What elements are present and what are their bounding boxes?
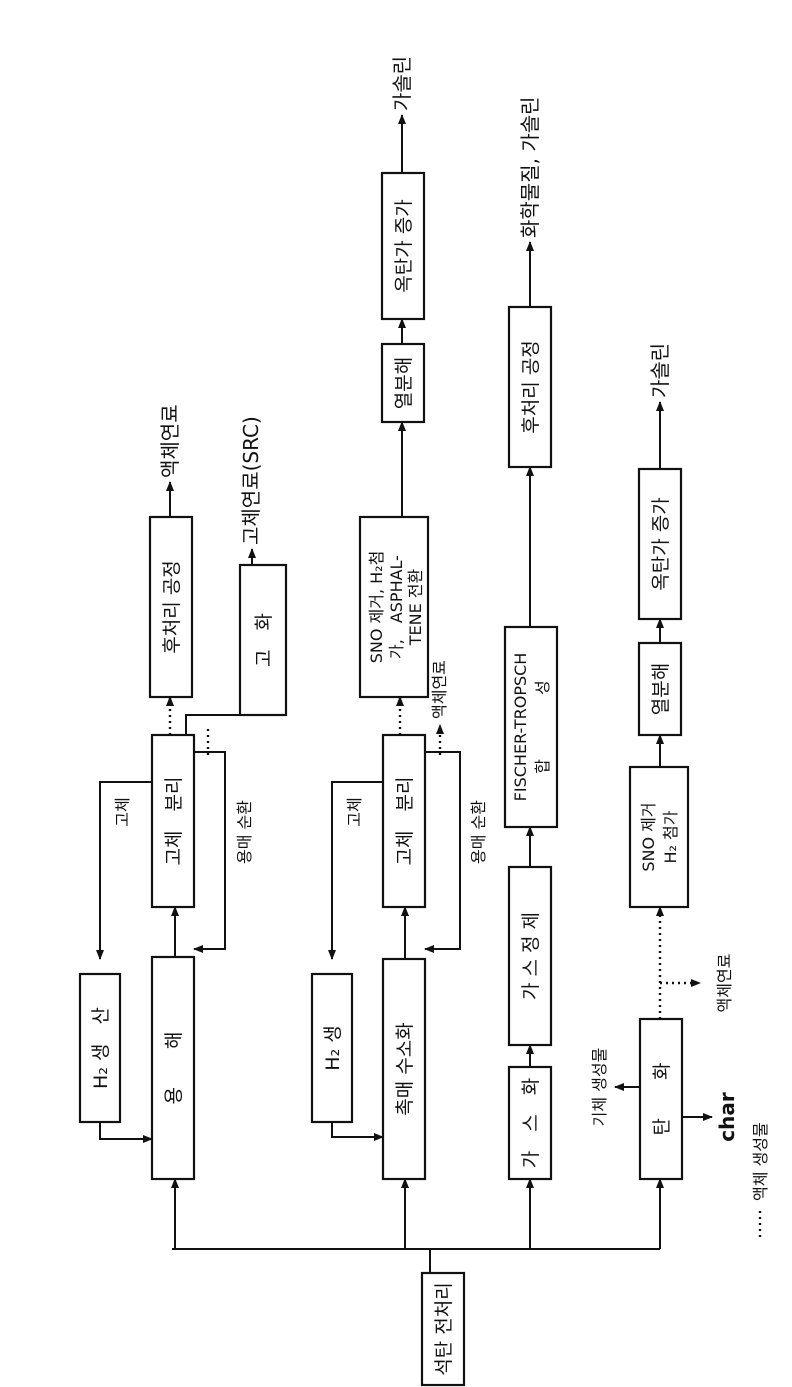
label-octane-upgrade-4: 옥탄가 증가 <box>650 497 672 590</box>
edge-solid-to-h2-2 <box>328 781 383 960</box>
label-solvent-recycle-2: 용매 순환 <box>469 800 488 864</box>
label-solid-separation-2: 고체 분리 <box>394 777 416 866</box>
label-h2-production-1: H₂ 생 산 <box>90 1007 112 1089</box>
label-sno-h2-line-1: SNO 제거 <box>639 802 658 871</box>
edge-solvent-recycle-1 <box>193 751 226 953</box>
label-gas-cleaning: 가 스 정 제 <box>520 912 542 1000</box>
label-octane-upgrade-2: 옥탄가 증가 <box>393 199 415 292</box>
label-post-process-1: 후처리 공정 <box>161 560 183 653</box>
legend-liquid-product: 액체 생성물 <box>751 1122 770 1201</box>
output-chemicals-gasoline: 화학물질, 가솔린 <box>518 96 542 238</box>
label-pyrolysis-4: 열분해 <box>650 663 672 715</box>
edge-h2-to-dissolve-1 <box>99 1122 153 1143</box>
edge-solvent-recycle-2 <box>424 751 461 953</box>
label-sno-line-2: 가, ASPHAL- <box>387 555 406 659</box>
box-dissolve <box>150 955 196 1181</box>
edge-h2-to-hydro <box>331 1122 384 1141</box>
box-coal-pretreatment <box>420 1271 466 1387</box>
box-solidify <box>238 563 288 717</box>
output-solid-fuel-src: 고체연료(SRC) <box>239 416 263 545</box>
label-solid-separation-1: 고체 분리 <box>163 777 185 866</box>
output-gasoline-4: 가솔린 <box>648 343 672 398</box>
label-sno-line-3: TENE 전환 <box>406 568 425 646</box>
label-solid-1: 고체 <box>113 797 132 826</box>
box-solid-separation-2 <box>381 733 427 909</box>
edge-solid-to-h2-1 <box>96 781 152 960</box>
label-carbonization: 탄 화 <box>651 1063 673 1136</box>
output-gasoline-2: 가솔린 <box>390 56 414 111</box>
box-sno-removal <box>358 515 430 699</box>
output-gas-products: 기체 생성물 <box>590 1048 609 1127</box>
label-ft-line-2: 합 성 <box>533 680 552 773</box>
label-h2-production-2: H₂ 생 <box>322 1025 344 1070</box>
label-ft-line-1: FISCHER-TROPSCH <box>511 653 530 802</box>
output-liquid-fuel-1: 액체연료 <box>158 404 182 478</box>
label-post-process-3: 후처리 공정 <box>520 340 542 433</box>
edge-sep-to-solidify <box>185 714 240 735</box>
label-solvent-recycle-1: 용매 순환 <box>235 800 254 864</box>
box-solid-separation-1 <box>150 733 196 909</box>
output-char: char <box>715 1092 739 1142</box>
label-coal-pretreatment: 석탄 전처리 <box>433 1282 455 1375</box>
output-liquid-fuel-2: 액체연료 <box>430 660 449 719</box>
label-dissolve: 용 해 <box>163 1032 185 1105</box>
edge-to-liquid-fuel-4 <box>658 979 701 1019</box>
label-sno-line-1: SNO 제거, H₂첨 <box>367 551 386 664</box>
label-solidify: 고 화 <box>253 613 275 667</box>
label-pyrolysis-2: 열분해 <box>393 357 415 409</box>
label-solid-2: 고체 <box>345 797 364 826</box>
label-catalytic-hydrogenation: 촉매 수소화 <box>394 1022 416 1115</box>
label-gasification: 가 스 화 <box>520 1078 542 1168</box>
label-sno-h2-line-2: H₂ 첨가 <box>661 810 680 863</box>
output-liquid-fuel-4: 액체연료 <box>715 954 734 1013</box>
